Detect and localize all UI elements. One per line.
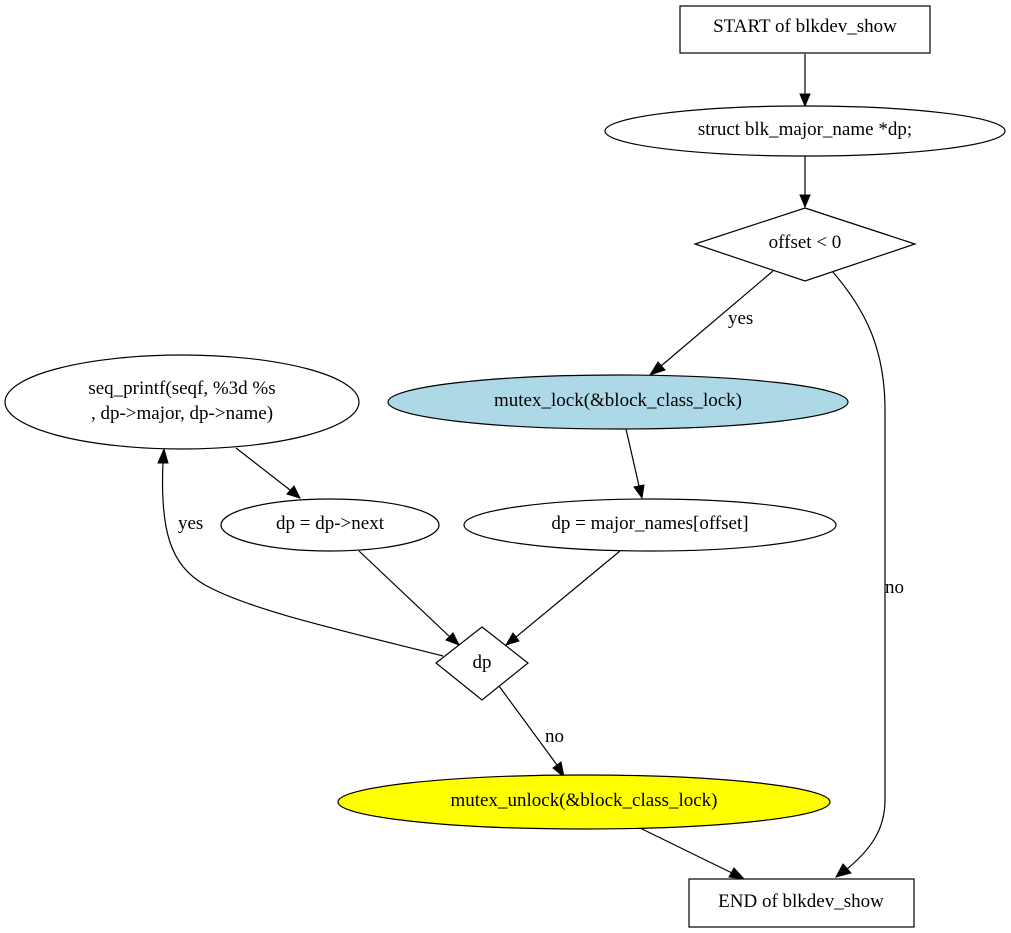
- declaration-node: struct blk_major_name *dp;: [604, 105, 1006, 157]
- assign-node-label: dp = major_names[offset]: [551, 513, 748, 534]
- seq-printf-node: seq_printf(seqf, %3d %s , dp->major, dp-…: [4, 354, 360, 450]
- mutex-unlock-node: mutex_unlock(&block_class_lock): [337, 774, 831, 830]
- edge-offset-check-to-lock: yes: [648, 270, 774, 376]
- assign-node: dp = major_names[offset]: [463, 498, 837, 552]
- edge-label-yes-dp: yes: [178, 513, 203, 534]
- mutex-lock-node-label: mutex_lock(&block_class_lock): [494, 390, 742, 411]
- dp-check-node: dp: [435, 626, 529, 701]
- edge-label-no-dp: no: [545, 726, 564, 747]
- edge-next-to-dp-check: [358, 550, 461, 646]
- offset-check-node: offset < 0: [693, 207, 917, 282]
- edge-lock-to-assign: [625, 428, 645, 500]
- start-node: START of blkdev_show: [679, 5, 931, 54]
- seq-printf-node-line1: seq_printf(seqf, %3d %s: [88, 378, 275, 399]
- offset-check-node-label: offset < 0: [769, 232, 842, 253]
- edge-printf-to-next: [235, 447, 301, 499]
- edge-start-to-decl: [799, 54, 811, 108]
- edge-decl-to-offset-check: [799, 156, 811, 209]
- edge-label-yes-offset: yes: [728, 308, 753, 329]
- mutex-unlock-node-label: mutex_unlock(&block_class_lock): [451, 790, 718, 811]
- start-node-label: START of blkdev_show: [713, 16, 897, 37]
- next-node-label: dp = dp->next: [276, 513, 385, 534]
- end-node: END of blkdev_show: [688, 878, 915, 928]
- nodes: START of blkdev_show struct blk_major_na…: [4, 5, 1006, 928]
- edge-label-no-offset: no: [885, 577, 904, 598]
- declaration-node-label: struct blk_major_name *dp;: [698, 119, 912, 140]
- dp-check-node-label: dp: [473, 652, 492, 673]
- edge-unlock-to-end: [639, 827, 746, 880]
- end-node-label: END of blkdev_show: [718, 891, 884, 912]
- edge-assign-to-dp-check: [504, 550, 621, 646]
- edge-dp-check-to-printf: yes: [157, 447, 444, 657]
- seq-printf-node-line2: , dp->major, dp->name): [91, 403, 273, 424]
- edge-dp-check-to-unlock: no: [498, 685, 565, 779]
- mutex-lock-node: mutex_lock(&block_class_lock): [387, 374, 849, 430]
- edge-offset-check-to-end: no: [831, 270, 904, 878]
- next-node: dp = dp->next: [220, 498, 440, 552]
- edges: yes no yes: [157, 54, 904, 880]
